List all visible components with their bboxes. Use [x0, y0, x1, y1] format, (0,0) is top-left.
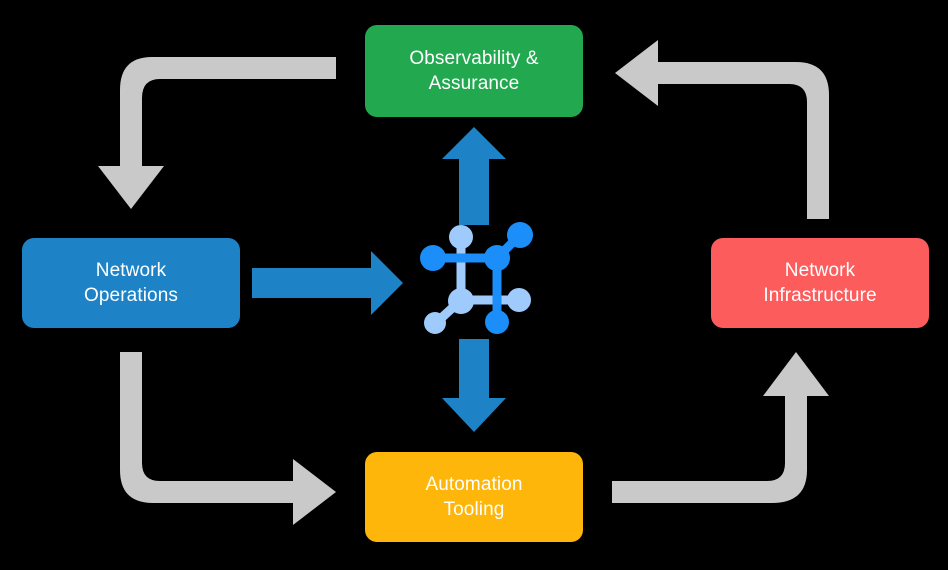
- gray-arrow-observability-to-operations: [98, 57, 336, 209]
- blue-arrow-operations-to-center: [252, 251, 403, 315]
- node-box-network-infrastructure[interactable]: Network Infrastructure: [711, 238, 929, 328]
- node-box-observability-assurance[interactable]: Observability & Assurance: [365, 25, 583, 117]
- node-box-automation-tooling[interactable]: Automation Tooling: [365, 452, 583, 542]
- blue-arrow-center-to-observability: [442, 127, 506, 225]
- gray-arrow-operations-to-automation: [120, 352, 336, 525]
- gray-arrow-automation-to-infrastructure: [612, 352, 829, 503]
- node-box-network-operations[interactable]: Network Operations: [22, 238, 240, 328]
- gray-arrow-infrastructure-to-observability: [615, 40, 829, 219]
- blue-arrow-center-to-automation: [442, 339, 506, 432]
